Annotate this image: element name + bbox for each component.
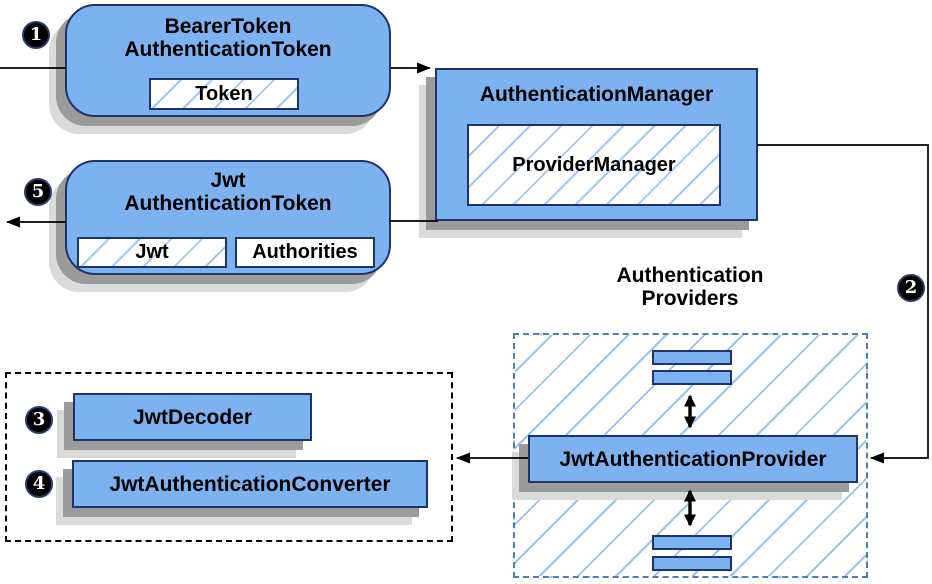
inner-box-label: Authorities	[252, 241, 358, 263]
provider-stack-rect	[652, 370, 732, 385]
node-authentication-manager: AuthenticationManager ProviderManager	[435, 68, 758, 221]
decoder-converter-container	[5, 372, 453, 542]
inner-box-label: Jwt	[135, 241, 169, 263]
node-title: BearerToken AuthenticationToken	[67, 15, 389, 61]
node-jwt-authentication-converter: JwtAuthenticationConverter	[72, 460, 428, 508]
caption-line: Authentication	[616, 264, 764, 287]
step-badge-4: 4	[25, 470, 53, 498]
node-bearer-token-authentication-token: BearerToken AuthenticationToken Token	[65, 4, 391, 117]
node-jwt-authentication-token: Jwt AuthenticationToken Jwt Authorities	[65, 160, 391, 275]
node-label: JwtAuthenticationConverter	[109, 472, 391, 496]
node-label: JwtDecoder	[132, 405, 253, 429]
title-line: Jwt	[210, 169, 246, 192]
title-line: BearerToken	[164, 15, 292, 38]
inner-box-label: ProviderManager	[512, 153, 676, 176]
step-number: 4	[32, 473, 46, 494]
authentication-providers-caption: Authentication Providers	[553, 264, 827, 310]
inner-box-provider-manager: ProviderManager	[467, 124, 721, 206]
node-jwt-decoder: JwtDecoder	[73, 393, 312, 441]
provider-stack-rect	[652, 556, 732, 571]
step-badge-5: 5	[24, 178, 52, 206]
node-title: Jwt AuthenticationToken	[67, 169, 389, 215]
node-jwt-authentication-provider: JwtAuthenticationProvider	[528, 435, 858, 483]
node-label: JwtAuthenticationProvider	[559, 447, 827, 471]
provider-stack-rect	[652, 535, 732, 550]
title-line: AuthenticationToken	[124, 38, 332, 61]
step-number: 3	[32, 409, 46, 430]
inner-box-authorities: Authorities	[235, 237, 375, 268]
step-number: 5	[31, 181, 45, 202]
inner-box-jwt: Jwt	[77, 237, 227, 268]
step-badge-2: 2	[897, 274, 925, 302]
provider-stack-rect	[652, 350, 732, 365]
inner-box-label: Token	[195, 82, 253, 105]
title-line: AuthenticationManager	[479, 83, 714, 106]
inner-box-token: Token	[149, 78, 299, 110]
step-badge-3: 3	[25, 406, 53, 434]
step-badge-1: 1	[22, 21, 50, 49]
step-number: 2	[904, 277, 918, 298]
node-title: AuthenticationManager	[437, 83, 756, 106]
title-line: AuthenticationToken	[124, 192, 332, 215]
step-number: 1	[29, 24, 43, 45]
caption-line: Providers	[641, 287, 739, 310]
